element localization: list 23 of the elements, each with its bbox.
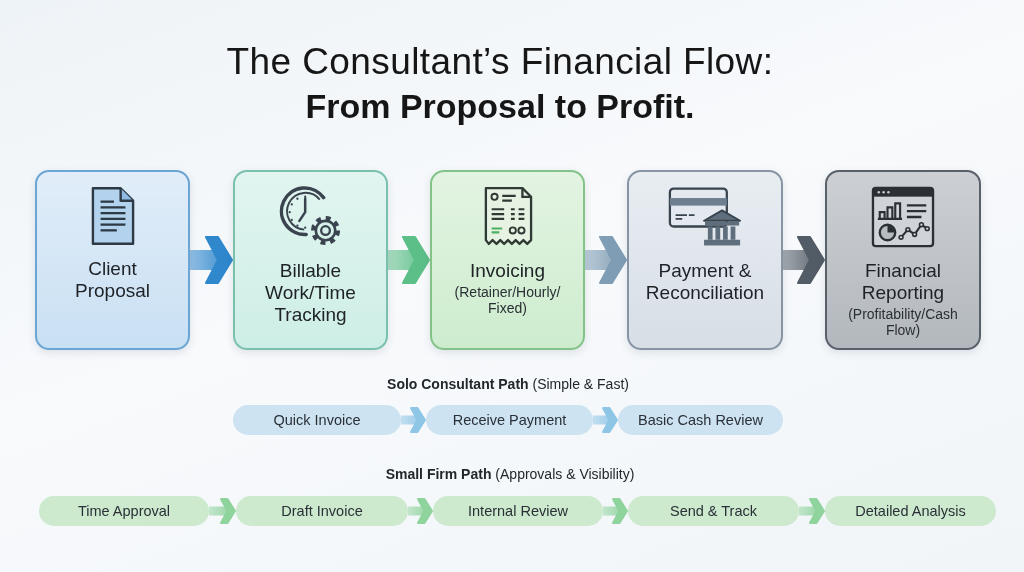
process-step-card [627,170,783,350]
step-title: Financial Reporting [860,260,946,304]
step-title: Client Proposal [74,258,151,302]
step-subtitle: (Profitability/Cash Flow) [847,306,959,338]
path-step-pill: Receive Payment [426,405,593,435]
path-step-pill: Time Approval [39,496,209,526]
step-title: Billable Work/Time Tracking [264,260,357,326]
path-step-pill: Draft Invoice [236,496,408,526]
step-title: Invoicing [470,260,545,282]
path-step-pill: Detailed Analysis [825,496,996,526]
path-heading: Solo Consultant Path (Simple & Fast) [387,376,629,392]
path-step-pill: Quick Invoice [233,405,401,435]
step-title: Payment & Reconciliation [644,260,766,304]
process-step-card [233,170,388,350]
diagram-title: The Consultant’s Financial Flow: From Proposal to Profit. [226,40,774,127]
path-step-pill: Basic Cash Review [618,405,783,435]
step-subtitle: (Retainer/Hourly/ Fixed) [453,284,562,316]
process-step-card [430,170,585,350]
process-step-card [825,170,981,350]
path-heading: Small Firm Path (Approvals & Visibility) [385,466,635,482]
path-step-pill: Send & Track [628,496,799,526]
process-step-card [35,170,190,350]
path-step-pill: Internal Review [433,496,603,526]
